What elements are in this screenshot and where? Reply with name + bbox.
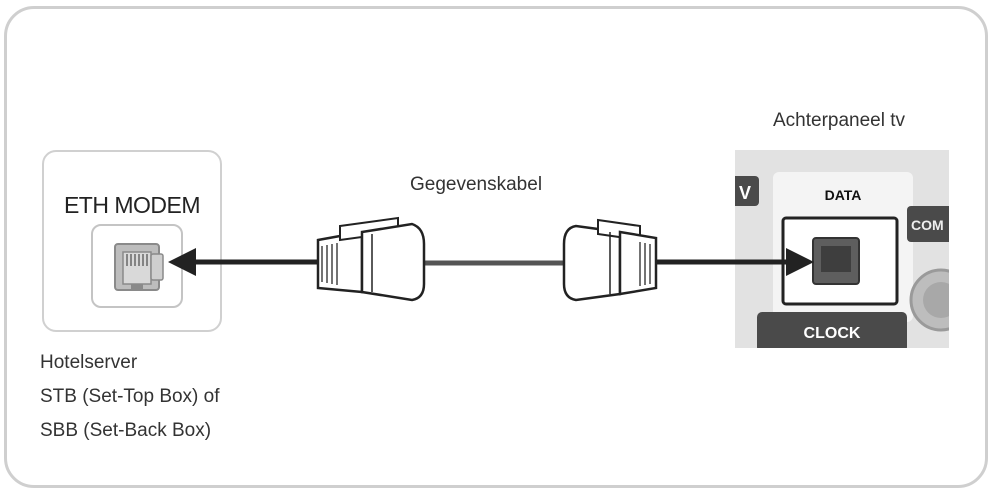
tv-back-panel: V DATA COM CLOCK [735,150,949,348]
partial-com-label: COM [911,217,944,233]
clock-tab [757,312,907,348]
modem-ethernet-jack [91,224,183,308]
data-port-label: DATA [825,187,862,203]
caption-line-hotelserver: Hotelserver [40,352,138,373]
rj45-jack-icon [114,243,164,291]
caption-line-sbb: SBB (Set-Back Box) [40,420,212,441]
eth-modem-box: ETH MODEM [42,150,222,332]
cable-label: Gegevenskabel [410,174,543,195]
tv-panel-label: Achterpaneel tv [773,110,906,131]
clock-label: CLOCK [804,325,861,342]
caption-line-stb: STB (Set-Top Box) of [40,386,220,407]
server-caption: Hotelserver STB (Set-Top Box) of SBB (Se… [40,346,220,448]
partial-tab-label: V [739,183,751,203]
tv-panel-graphic: V DATA COM CLOCK [735,172,949,348]
data-port-socket-inner [821,246,851,272]
partial-com-tab [907,206,949,242]
partial-port-tab [735,176,759,206]
modem-title: ETH MODEM [63,192,201,218]
